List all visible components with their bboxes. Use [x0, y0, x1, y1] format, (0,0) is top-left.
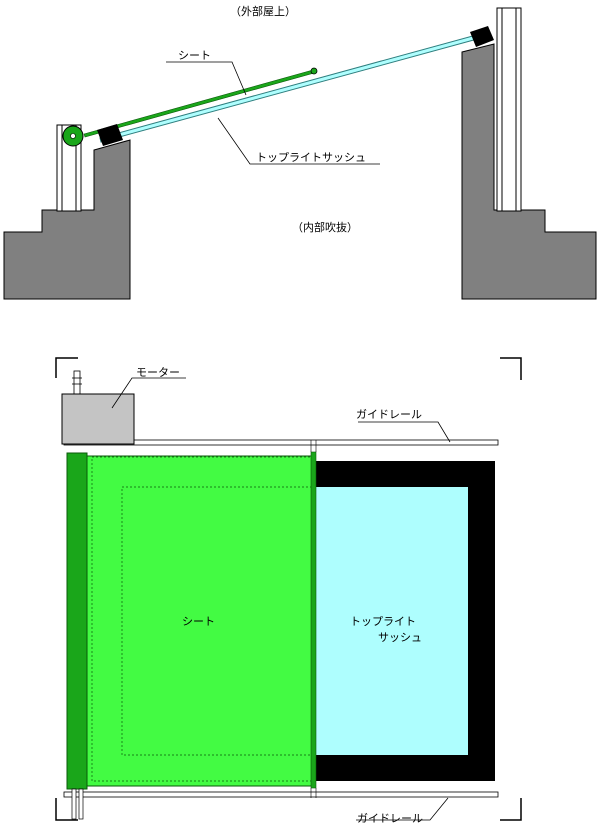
corner-mark-br	[500, 798, 522, 821]
inner-atrium-label: （内部吹抜）	[292, 220, 358, 234]
corner-mark-tr	[500, 357, 522, 380]
rail-top-leader	[358, 421, 451, 443]
corner-mark-tl	[55, 357, 78, 378]
motor-shaft	[73, 370, 81, 396]
guide-rail-bottom-label: ガイドレール	[357, 812, 423, 825]
plan-sash-label-line1: トップライト	[350, 615, 416, 628]
motor-box	[61, 393, 135, 445]
sheet-roll	[66, 452, 88, 790]
right-parapet-frame	[496, 7, 522, 212]
motor-label: モーター	[136, 366, 180, 379]
sash-leader	[217, 117, 380, 165]
plan-sash-label-line2: サッシュ	[378, 631, 422, 644]
right-concrete-wall	[461, 43, 597, 300]
left-concrete-wall	[3, 139, 131, 300]
section-sheet-label: シート	[178, 49, 211, 62]
plan-view: モーター ガイドレール ガイドレール シート トップライト サッシュ	[55, 357, 522, 825]
roller-axle	[70, 133, 76, 139]
sheet-leading-edge	[310, 451, 317, 789]
section-sash-glass	[99, 33, 482, 143]
sash-right-block	[470, 26, 494, 47]
sash-glass	[313, 487, 468, 755]
sash-left-block	[97, 124, 123, 146]
rail-bottom-leader	[356, 797, 449, 821]
corner-mark-bl	[55, 798, 78, 821]
sheet-leader	[166, 61, 247, 96]
section-sheet-line	[83, 69, 315, 138]
roll-shaft-end	[71, 788, 77, 820]
plan-sheet-label: シート	[182, 615, 215, 628]
roll-shaft-end-2	[78, 788, 84, 820]
sheet-end-point	[310, 67, 318, 75]
motor-leader	[111, 377, 186, 409]
guide-rail-bottom	[63, 791, 499, 798]
section-view: （外部屋上） シート トップライトサッシュ （内部吹抜）	[3, 4, 597, 300]
outside-roof-label: （外部屋上）	[230, 4, 296, 18]
section-sash-label: トップライトサッシュ	[256, 151, 366, 164]
guide-rail-top-label: ガイドレール	[356, 408, 422, 421]
